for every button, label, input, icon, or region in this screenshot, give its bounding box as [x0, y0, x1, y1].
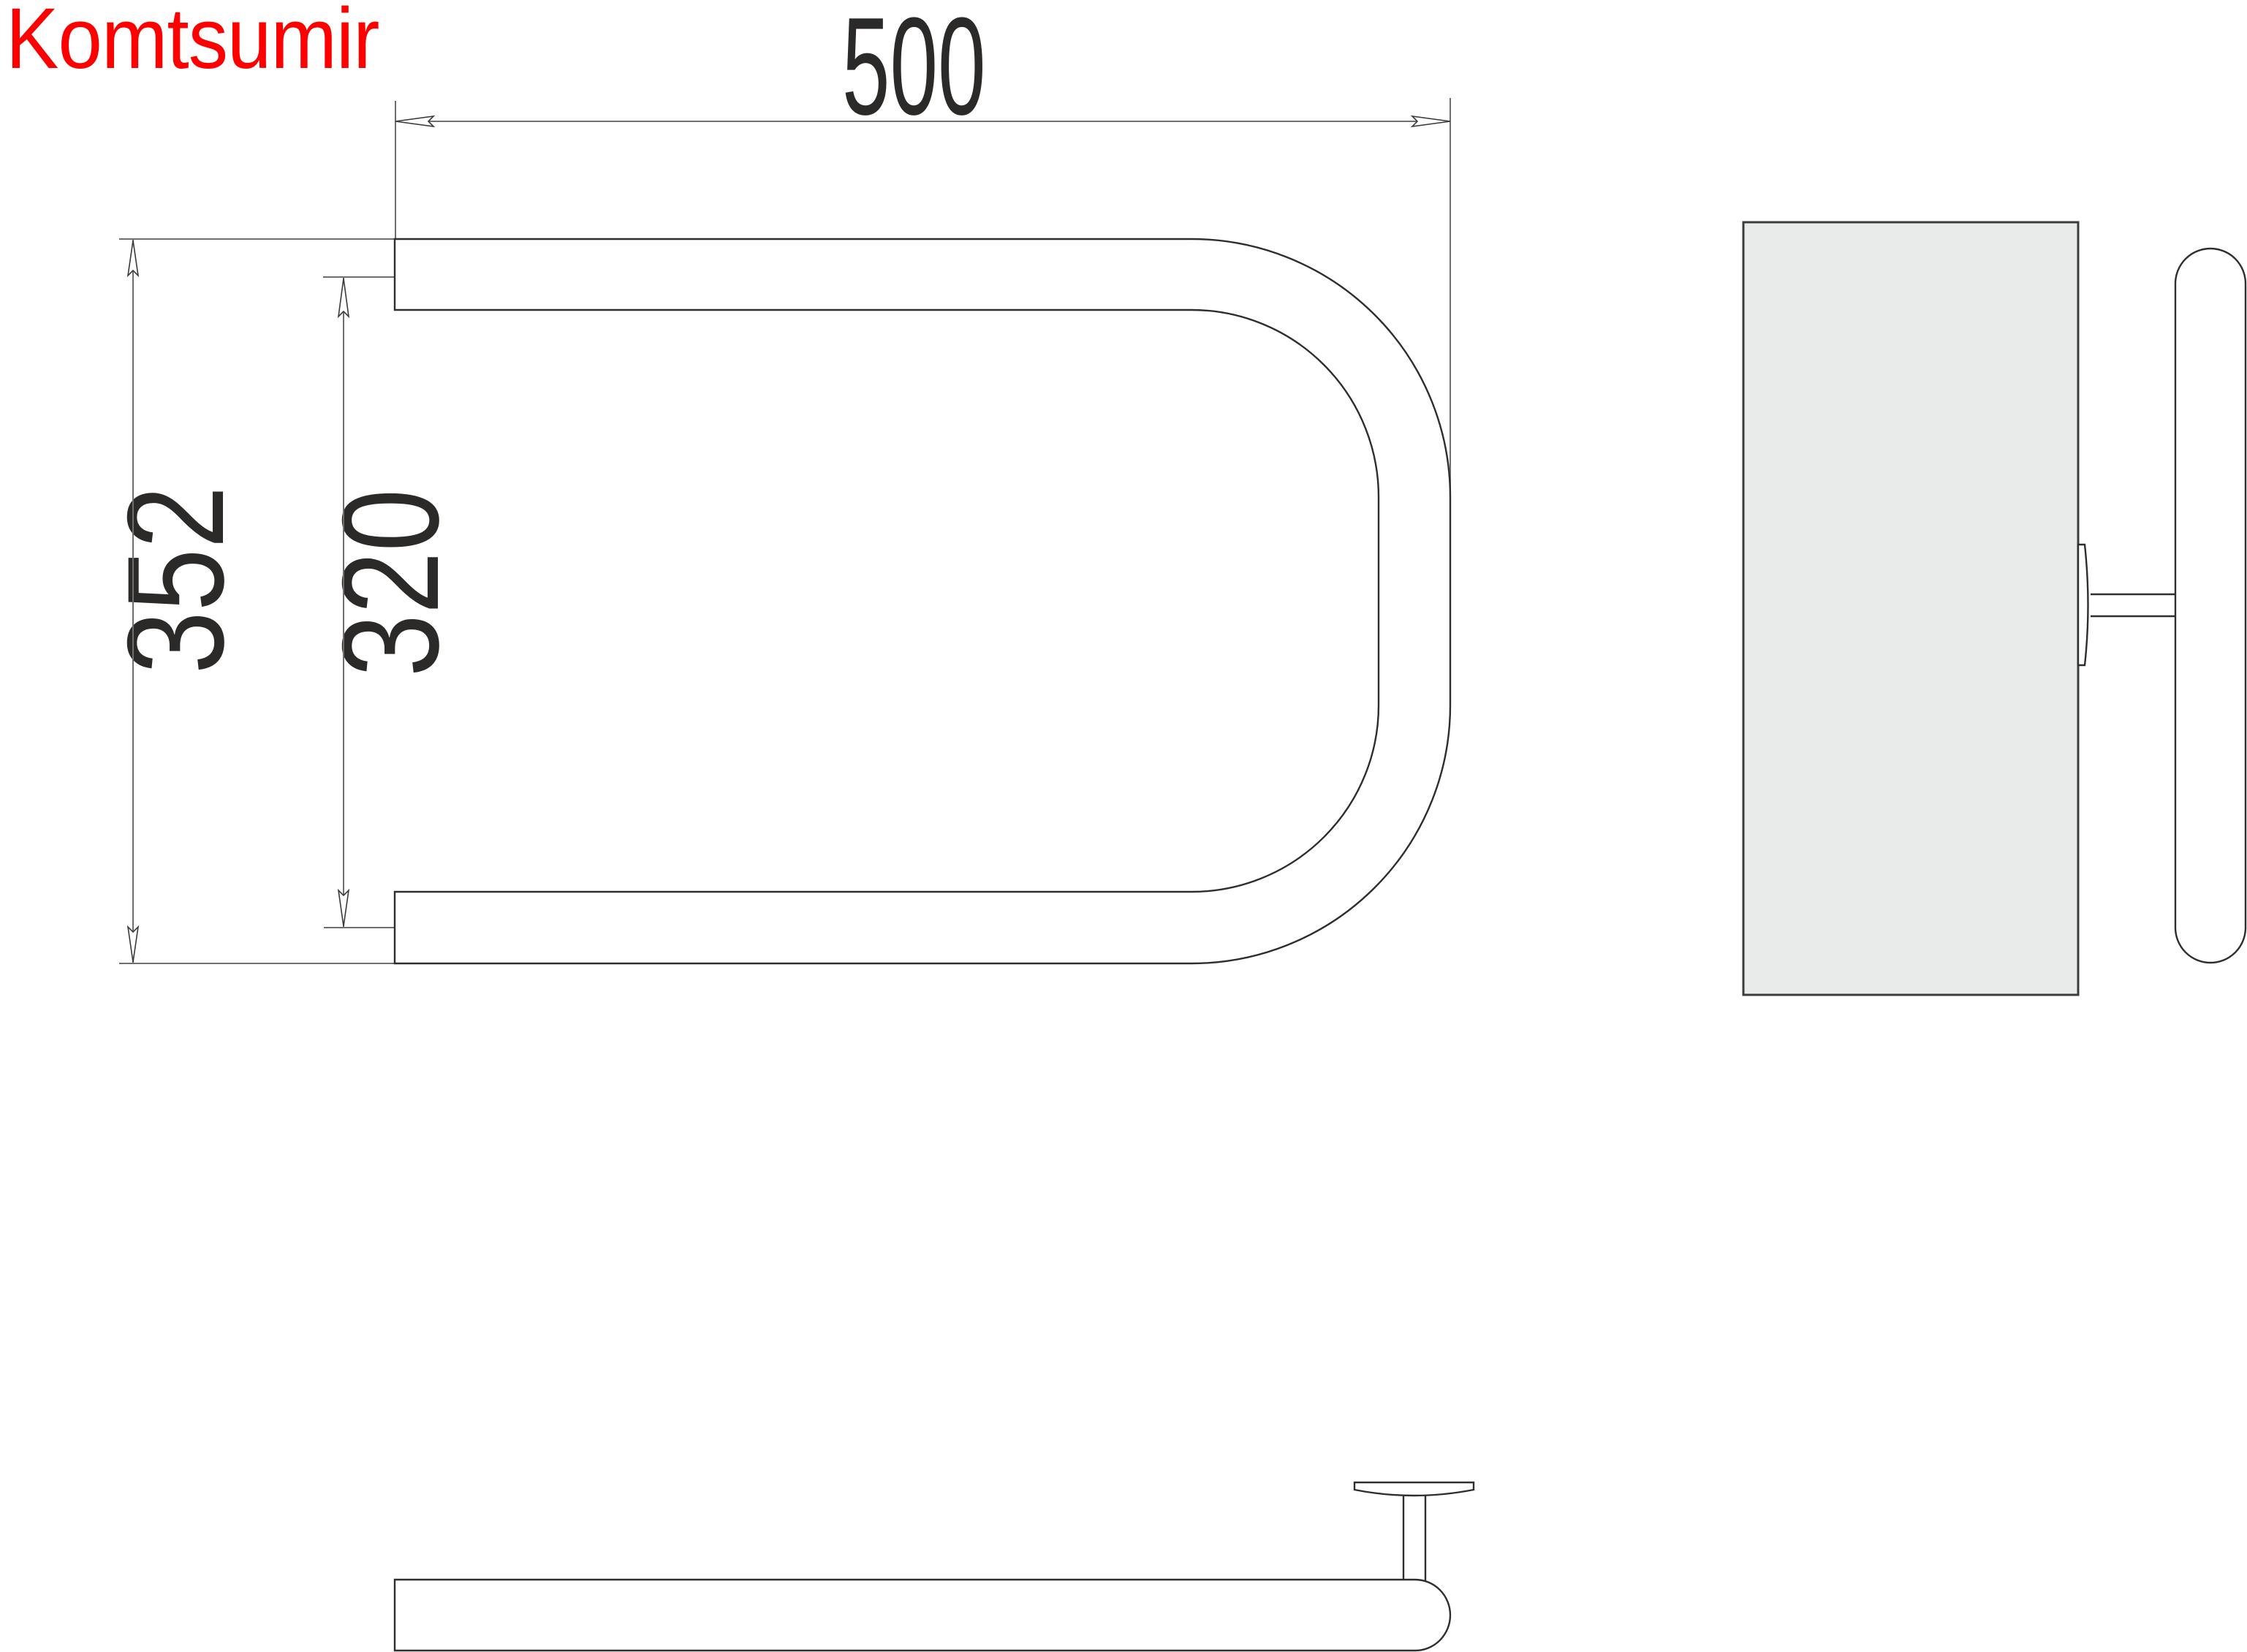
inner-height-dimension — [323, 276, 395, 928]
top-rail-tube — [393, 1578, 1452, 1652]
outer-height-dimension — [119, 238, 395, 964]
arrow-down-icon — [126, 925, 140, 963]
brand-label: Komtsumir — [6, 0, 379, 87]
width-dimension-label: 500 — [842, 0, 986, 144]
wall-plate — [1353, 1481, 1475, 1497]
side-rail-tube — [2174, 247, 2247, 964]
arrow-right-icon — [1410, 115, 1451, 128]
rail-outline — [393, 238, 1452, 965]
wall-flange — [2077, 543, 2089, 667]
side-view — [1742, 221, 2247, 996]
top-view — [393, 1481, 1475, 1652]
arrow-down-icon — [337, 888, 350, 927]
width-dimension — [395, 98, 1451, 497]
wall-panel — [1742, 221, 2080, 996]
arrow-left-icon — [395, 115, 436, 128]
arrow-up-icon — [126, 240, 140, 278]
front-view-u-rail — [393, 238, 1452, 965]
arrow-up-icon — [337, 278, 350, 319]
